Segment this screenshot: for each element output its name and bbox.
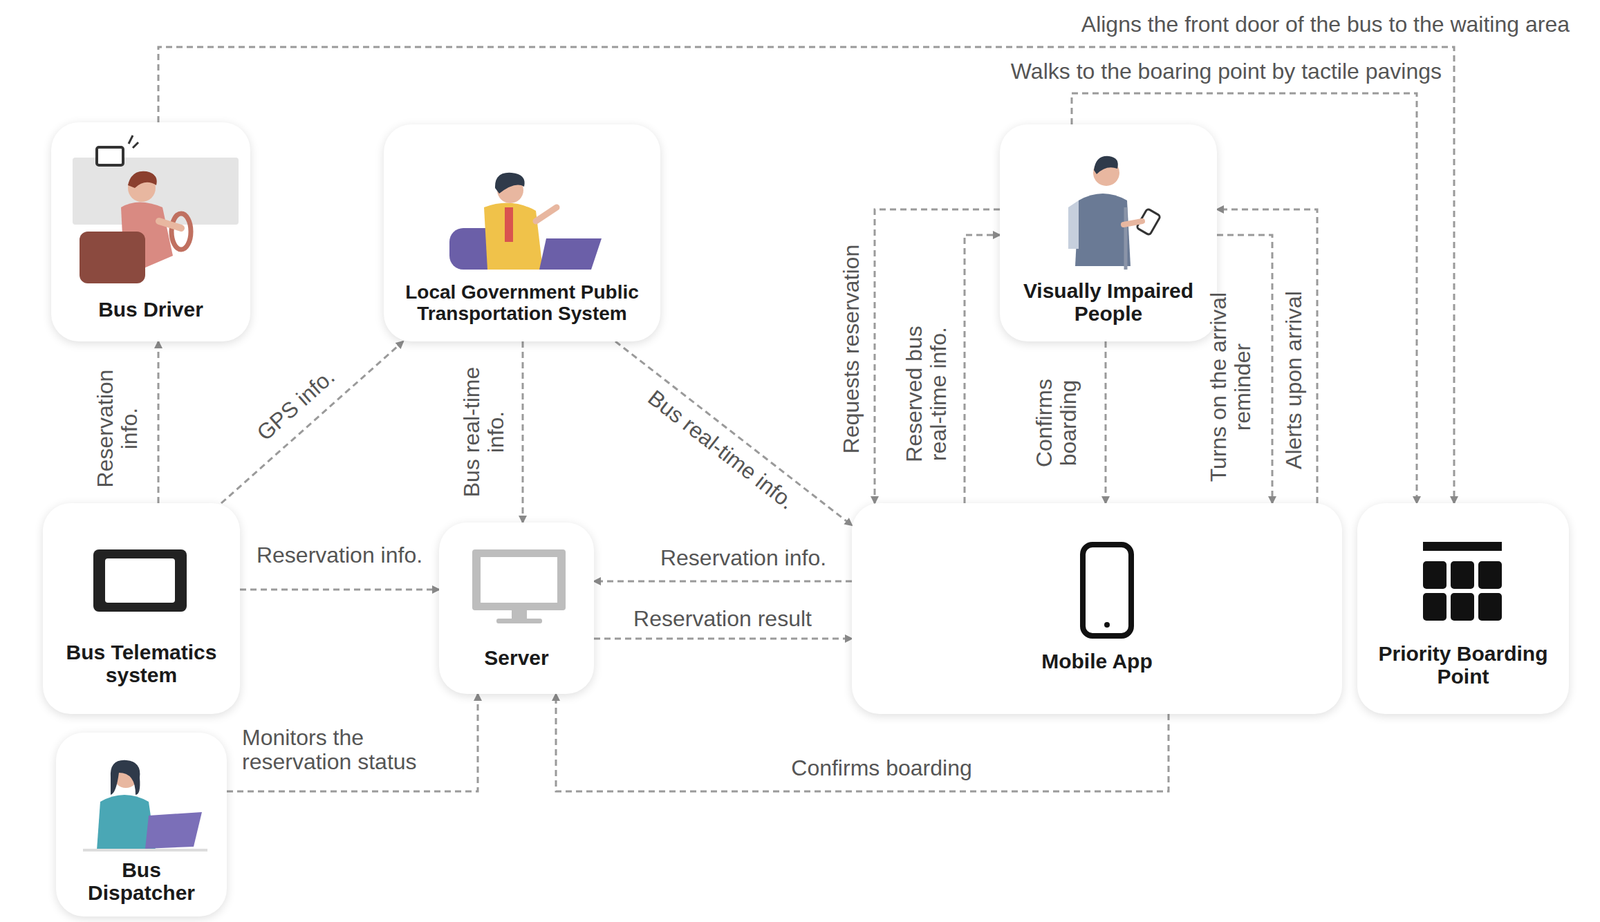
visually-impaired-illustration-part bbox=[1068, 200, 1079, 249]
government-illustration bbox=[449, 172, 602, 270]
edge-label: Turns on the arrival reminder bbox=[1206, 290, 1255, 485]
node-label: Server bbox=[484, 646, 549, 670]
edge-label: Reservation info. bbox=[235, 543, 444, 568]
visually-impaired-illustration-part bbox=[1093, 156, 1119, 175]
driver-illustration-part bbox=[128, 135, 133, 144]
node-box: Bus Dispatcher bbox=[56, 732, 227, 917]
boarding-point-icon bbox=[1422, 542, 1502, 621]
dashed-connector bbox=[1104, 341, 1108, 504]
node-box: Local Government Public Transportation S… bbox=[383, 124, 661, 342]
dispatcher-illustration-part bbox=[96, 795, 156, 851]
node-label: Bus Dispatcher bbox=[65, 858, 218, 905]
edge-label: Reservation info. bbox=[632, 546, 854, 571]
government-illustration-part bbox=[504, 207, 514, 243]
node-box: Server bbox=[439, 522, 594, 695]
driver-illustration-part bbox=[159, 221, 182, 229]
node-label: Visually Impaired People bbox=[1009, 279, 1208, 325]
dashed-connector bbox=[874, 209, 1000, 504]
edge-label: Reserved bus real-time info. bbox=[902, 304, 951, 485]
edge-label: Walks to the boaring point by tactile pa… bbox=[902, 59, 1442, 84]
node-box: Bus Driver bbox=[51, 122, 251, 342]
visually-impaired-illustration bbox=[1068, 156, 1161, 270]
boarding-point-icon-part bbox=[1450, 561, 1475, 590]
node-box: Mobile App bbox=[851, 503, 1343, 715]
boarding-point-icon-part bbox=[1478, 561, 1502, 590]
node-label: Bus Driver bbox=[98, 298, 204, 321]
edge-label: Monitors the reservation status bbox=[242, 726, 471, 775]
node-box: Bus Telematics system bbox=[42, 503, 240, 715]
visually-impaired-illustration-part bbox=[1124, 207, 1128, 270]
server-icon-part bbox=[511, 610, 527, 619]
dashed-connector bbox=[593, 638, 852, 641]
driver-illustration-part bbox=[72, 157, 239, 225]
node-label: Local Government Public Transportation S… bbox=[393, 282, 651, 325]
dispatcher-illustration-part bbox=[82, 849, 208, 852]
node-box: Priority Boarding Point bbox=[1357, 503, 1569, 715]
driver-illustration-part bbox=[121, 202, 173, 278]
telematics-icon-part bbox=[105, 558, 175, 603]
edge-label: Confirms boarding bbox=[1032, 360, 1081, 486]
boarding-point-icon-part bbox=[1478, 593, 1502, 621]
driver-illustration bbox=[72, 135, 239, 284]
edge-label: Bus real-time info. bbox=[620, 368, 822, 533]
dashed-connector bbox=[964, 235, 1000, 504]
driver-illustration-part bbox=[132, 142, 139, 148]
boarding-point-icon-part bbox=[1422, 593, 1447, 621]
dashed-connector bbox=[221, 341, 404, 504]
telematics-icon-part bbox=[93, 549, 187, 612]
phone-icon-part bbox=[1104, 622, 1110, 628]
government-illustration-part bbox=[539, 238, 602, 270]
driver-illustration-part bbox=[96, 147, 124, 166]
boarding-point-icon-part bbox=[1422, 542, 1502, 552]
dashed-connector bbox=[239, 589, 440, 592]
dispatcher-illustration-part bbox=[145, 812, 202, 850]
server-icon-part bbox=[480, 557, 558, 603]
dispatcher-illustration-part bbox=[113, 763, 139, 789]
boarding-point-icon-part bbox=[1422, 561, 1447, 590]
dashed-connector bbox=[157, 341, 160, 504]
dashed-connector bbox=[615, 341, 852, 526]
server-icon bbox=[472, 549, 566, 624]
edge-label: Confirms boarding bbox=[764, 756, 1000, 781]
government-illustration-part bbox=[484, 203, 543, 270]
edge-label: Bus real-time info. bbox=[459, 352, 509, 512]
dispatcher-illustration-part bbox=[110, 760, 141, 796]
edge-label: Reservation result bbox=[605, 607, 841, 632]
dashed-connector bbox=[158, 47, 1455, 504]
telematics-icon bbox=[93, 549, 187, 612]
edge-label: Aligns the front door of the bus to the … bbox=[947, 12, 1570, 37]
server-icon-part bbox=[496, 618, 543, 624]
driver-illustration-part bbox=[127, 171, 157, 189]
node-label: Bus Telematics system bbox=[52, 640, 231, 687]
server-icon-part bbox=[472, 549, 566, 611]
government-illustration-part bbox=[495, 172, 525, 194]
visually-impaired-illustration-part bbox=[1075, 193, 1131, 267]
visually-impaired-illustration-part bbox=[1136, 208, 1161, 236]
boarding-point-icon-part bbox=[1450, 593, 1475, 621]
government-illustration-part bbox=[535, 207, 557, 222]
driver-illustration-part bbox=[171, 213, 191, 250]
government-illustration-part bbox=[497, 177, 524, 204]
node-label: Priority Boarding Point bbox=[1366, 642, 1560, 688]
dashed-connector bbox=[593, 580, 852, 583]
visually-impaired-illustration-part bbox=[1123, 221, 1143, 225]
dashed-connector bbox=[522, 341, 525, 523]
driver-illustration-part bbox=[79, 231, 146, 284]
dashed-connector bbox=[226, 694, 478, 792]
driver-illustration-part bbox=[127, 174, 156, 202]
visually-impaired-illustration-part bbox=[1093, 159, 1120, 186]
node-label: Mobile App bbox=[1041, 649, 1153, 673]
node-box: Visually Impaired People bbox=[999, 124, 1217, 342]
government-illustration-part bbox=[449, 228, 509, 270]
edge-label: Alerts upon arrival bbox=[1281, 266, 1307, 495]
edge-label: Reservation info. bbox=[93, 356, 142, 502]
dispatcher-illustration bbox=[82, 760, 208, 852]
edge-label: Requests reservation bbox=[839, 231, 864, 467]
phone-icon-part bbox=[1082, 544, 1132, 637]
phone-icon bbox=[1082, 544, 1132, 637]
